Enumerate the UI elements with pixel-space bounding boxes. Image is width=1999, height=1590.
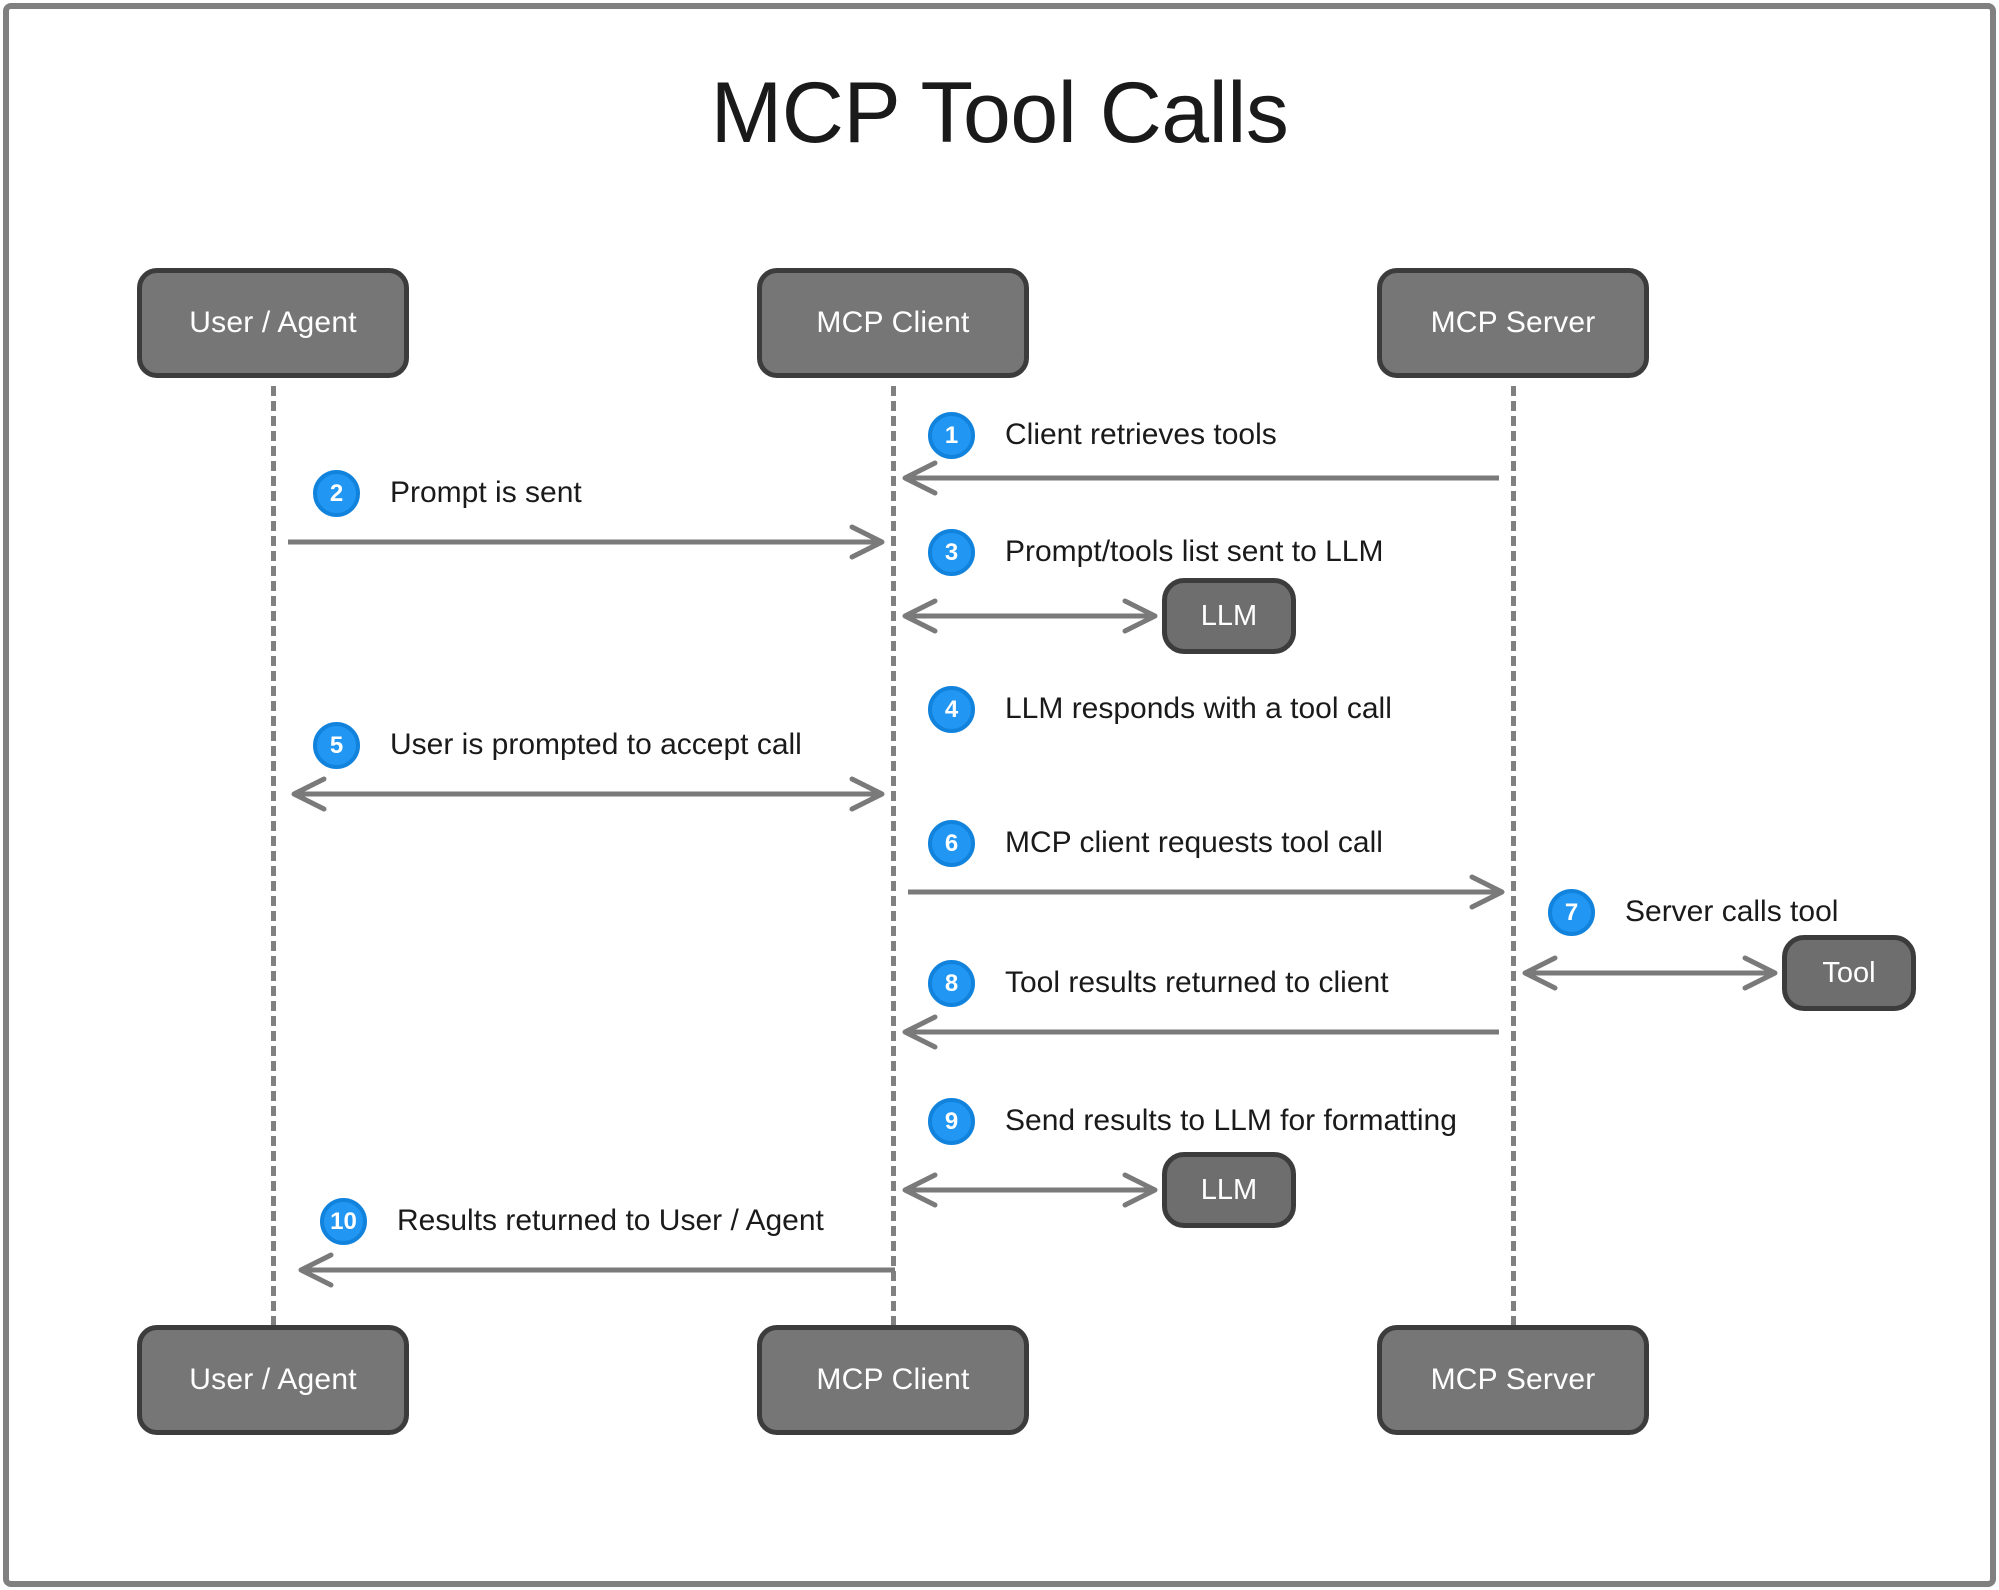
arrow-step-7 bbox=[1519, 955, 1781, 991]
step-number: 5 bbox=[329, 731, 344, 759]
step-badge-3[interactable]: 3 bbox=[928, 529, 975, 576]
participant-label: User / Agent bbox=[189, 306, 357, 339]
step-badge-10[interactable]: 10 bbox=[320, 1198, 367, 1245]
step-label-9: Send results to LLM for formatting bbox=[1005, 1104, 1457, 1137]
step-number: 9 bbox=[944, 1107, 959, 1135]
lifeline-user-agent bbox=[271, 386, 276, 1326]
step-badge-5[interactable]: 5 bbox=[313, 722, 360, 769]
step-label-10: Results returned to User / Agent bbox=[397, 1204, 824, 1237]
arrow-step-10 bbox=[295, 1252, 895, 1288]
participant-top-user-agent[interactable]: User / Agent bbox=[137, 268, 409, 378]
step-badge-1[interactable]: 1 bbox=[928, 412, 975, 459]
arrow-step-9 bbox=[899, 1172, 1161, 1208]
side-actor-tool-step7[interactable]: Tool bbox=[1782, 935, 1916, 1011]
participant-bottom-user-agent[interactable]: User / Agent bbox=[137, 1325, 409, 1435]
page-title: MCP Tool Calls bbox=[710, 65, 1289, 161]
participant-bottom-mcp-server[interactable]: MCP Server bbox=[1377, 1325, 1649, 1435]
step-number: 6 bbox=[944, 829, 959, 857]
step-label-7: Server calls tool bbox=[1625, 895, 1839, 928]
lifeline-mcp-client bbox=[891, 386, 896, 1326]
participant-label: MCP Client bbox=[816, 1363, 970, 1396]
step-badge-4[interactable]: 4 bbox=[928, 686, 975, 733]
step-number: 2 bbox=[329, 479, 344, 507]
participant-bottom-mcp-client[interactable]: MCP Client bbox=[757, 1325, 1029, 1435]
step-number: 8 bbox=[944, 969, 959, 997]
participant-label: MCP Client bbox=[816, 306, 970, 339]
step-label-5: User is prompted to accept call bbox=[390, 728, 802, 761]
step-badge-2[interactable]: 2 bbox=[313, 470, 360, 517]
step-number: 3 bbox=[944, 538, 959, 566]
step-number: 4 bbox=[944, 695, 959, 723]
step-number: 1 bbox=[944, 421, 959, 449]
step-number: 10 bbox=[330, 1207, 357, 1235]
arrow-step-6 bbox=[908, 874, 1508, 910]
step-badge-9[interactable]: 9 bbox=[928, 1098, 975, 1145]
step-badge-7[interactable]: 7 bbox=[1548, 889, 1595, 936]
step-number: 7 bbox=[1564, 898, 1579, 926]
step-label-6: MCP client requests tool call bbox=[1005, 826, 1383, 859]
participant-top-mcp-server[interactable]: MCP Server bbox=[1377, 268, 1649, 378]
step-label-3: Prompt/tools list sent to LLM bbox=[1005, 535, 1384, 568]
step-label-4: LLM responds with a tool call bbox=[1005, 692, 1392, 725]
step-label-1: Client retrieves tools bbox=[1005, 418, 1277, 451]
side-actor-label: Tool bbox=[1822, 956, 1876, 989]
side-actor-label: LLM bbox=[1200, 1173, 1258, 1206]
side-actor-llm-step3[interactable]: LLM bbox=[1162, 578, 1296, 654]
arrow-step-2 bbox=[288, 524, 888, 560]
step-label-2: Prompt is sent bbox=[390, 476, 582, 509]
step-label-8: Tool results returned to client bbox=[1005, 966, 1389, 999]
step-badge-6[interactable]: 6 bbox=[928, 820, 975, 867]
side-actor-llm-step9[interactable]: LLM bbox=[1162, 1152, 1296, 1228]
participant-label: User / Agent bbox=[189, 1363, 357, 1396]
participant-label: MCP Server bbox=[1430, 306, 1596, 339]
arrow-step-3 bbox=[899, 598, 1161, 634]
step-badge-8[interactable]: 8 bbox=[928, 960, 975, 1007]
participant-label: MCP Server bbox=[1430, 1363, 1596, 1396]
side-actor-label: LLM bbox=[1200, 599, 1258, 632]
arrow-step-1 bbox=[899, 460, 1499, 496]
arrow-step-8 bbox=[899, 1014, 1499, 1050]
participant-top-mcp-client[interactable]: MCP Client bbox=[757, 268, 1029, 378]
arrow-step-5 bbox=[288, 776, 888, 812]
lifeline-mcp-server bbox=[1511, 386, 1516, 1326]
